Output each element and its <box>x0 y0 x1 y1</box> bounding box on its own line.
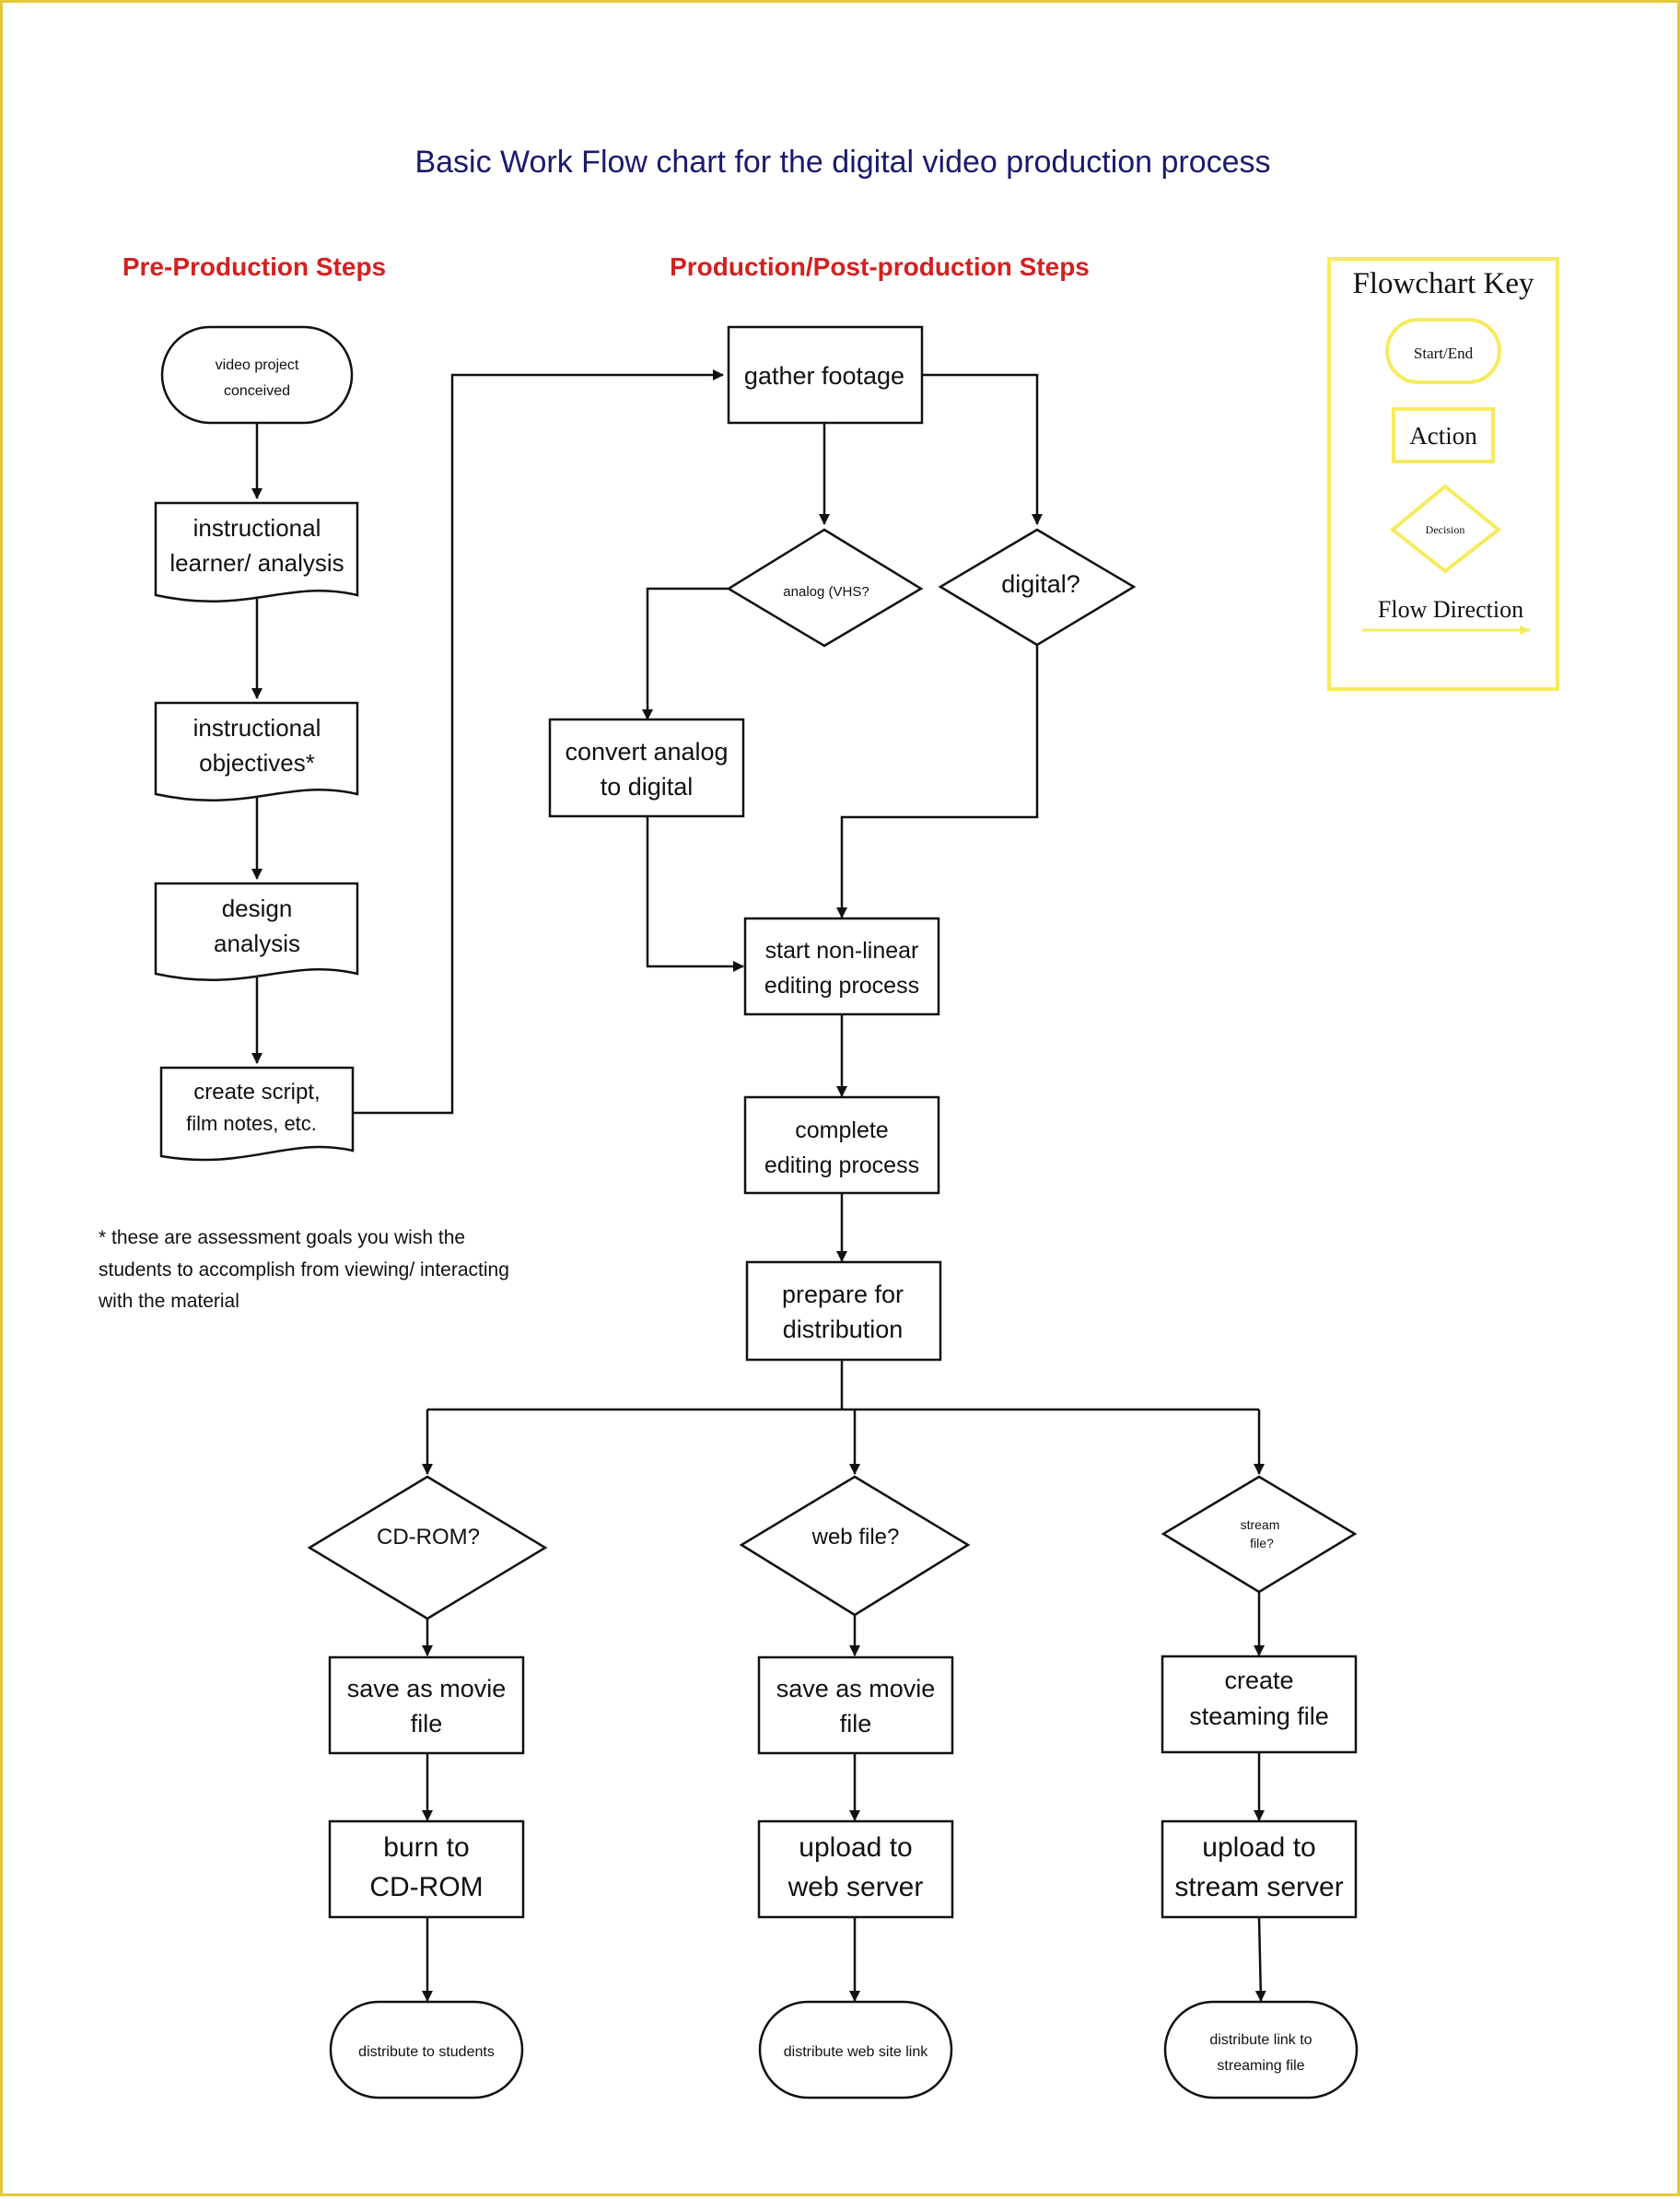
node-upload-web-line1: upload to <box>799 1832 912 1863</box>
node-objectives-line2: objectives* <box>199 749 315 777</box>
key-action-shape <box>1392 407 1495 463</box>
node-convert-analog-line2: to digital <box>601 773 694 801</box>
node-video-project-line2: conceived <box>224 383 290 399</box>
node-create-streaming-line2: steaming file <box>1189 1702 1329 1730</box>
node-convert-analog: convert analog to digital <box>548 718 745 818</box>
node-save-movie-1-line1: save as movie <box>347 1675 507 1702</box>
footnote-line3: with the material <box>98 1291 239 1312</box>
node-distribute-stream-line1: distribute link to <box>1209 2032 1312 2048</box>
connectors <box>251 369 1266 2002</box>
node-analog-decision-line1: analog (VHS? <box>783 584 869 600</box>
node-convert-analog-line1: convert analog <box>565 738 728 766</box>
node-burn-cdrom-line1: burn to <box>383 1832 469 1863</box>
node-complete-editing: complete editing process <box>743 1095 940 1195</box>
diagram-title: Basic Work Flow chart for the digital vi… <box>414 145 1270 180</box>
footnote-line2: students to accomplish from viewing/ int… <box>99 1259 509 1281</box>
key-start-end-shape <box>1385 318 1501 384</box>
node-learner-analysis: instructional learner/ analysis <box>154 501 359 602</box>
node-distribute-web: distribute web site link <box>758 2000 953 2100</box>
node-video-project-line1: video project <box>216 357 299 373</box>
node-prepare-distribution-line2: distribution <box>783 1316 904 1343</box>
node-video-project: video project conceived <box>160 325 354 425</box>
node-digital-decision: digital? <box>938 528 1137 647</box>
node-save-movie-1: save as movie file <box>328 1655 525 1755</box>
key-title: Flowchart Key <box>1352 267 1534 300</box>
node-complete-editing-line2: editing process <box>764 1152 919 1178</box>
node-create-script-line1: create script, <box>193 1080 320 1105</box>
flowchart-diagram: Basic Work Flow chart for the digital vi… <box>98 145 1559 2100</box>
node-design-analysis-line1: design <box>222 895 293 922</box>
node-learner-analysis-line2: learner/ analysis <box>169 549 344 577</box>
node-learner-analysis-line1: instructional <box>193 514 321 542</box>
footnote-line1: * these are assessment goals you wish th… <box>99 1227 465 1248</box>
node-upload-web: upload to web server <box>757 1819 954 1919</box>
node-create-script: create script, film notes, etc. <box>159 1066 355 1162</box>
node-start-editing-line2: editing process <box>764 973 919 999</box>
node-distribute-web-line1: distribute web site link <box>784 2044 929 2060</box>
production-heading: Production/Post-production Steps <box>670 252 1090 281</box>
node-design-analysis-line2: analysis <box>214 930 300 957</box>
key-border <box>1327 257 1559 691</box>
node-save-movie-2-line2: file <box>840 1710 872 1737</box>
node-stream-decision-line1: stream <box>1241 1517 1280 1532</box>
node-stream-decision-line2: file? <box>1250 1536 1274 1550</box>
node-stream-decision: stream file? <box>1161 1475 1358 1594</box>
node-burn-cdrom-line2: CD-ROM <box>369 1872 483 1902</box>
node-create-streaming-line1: create <box>1224 1667 1293 1694</box>
node-design-analysis: design analysis <box>154 882 359 981</box>
node-upload-web-line2: web server <box>788 1872 924 1902</box>
key-action-label: Action <box>1409 422 1477 450</box>
node-burn-cdrom: burn to CD-ROM <box>328 1819 525 1919</box>
pre-production-heading: Pre-Production Steps <box>122 252 386 281</box>
node-save-movie-2-line1: save as movie <box>776 1675 936 1702</box>
node-cdrom-decision: CD-ROM? <box>307 1475 548 1620</box>
node-create-streaming: create steaming file <box>1161 1655 1358 1754</box>
node-upload-stream-line2: stream server <box>1174 1872 1343 1902</box>
node-web-decision: web file? <box>739 1475 971 1617</box>
node-prepare-distribution: prepare for distribution <box>745 1260 942 1362</box>
node-gather-footage: gather footage <box>727 325 924 425</box>
footnote: * these are assessment goals you wish th… <box>98 1227 509 1312</box>
node-objectives-line1: instructional <box>193 714 321 742</box>
node-distribute-stream-line2: streaming file <box>1217 2058 1304 2074</box>
key-flow-direction-label: Flow Direction <box>1378 596 1523 623</box>
node-analog-decision: analog (VHS? <box>726 528 924 648</box>
node-digital-decision-line1: digital? <box>1001 570 1080 598</box>
node-distribute-students-line1: distribute to students <box>358 2044 495 2060</box>
node-cdrom-decision-line1: CD-ROM? <box>377 1525 480 1550</box>
node-distribute-students: distribute to students <box>329 2000 524 2100</box>
key-decision-shape <box>1389 484 1502 574</box>
node-prepare-distribution-line1: prepare for <box>782 1281 904 1308</box>
key-decision-label: Decision <box>1426 523 1465 536</box>
node-upload-stream: upload to stream server <box>1161 1819 1358 1919</box>
node-save-movie-2: save as movie file <box>757 1655 954 1755</box>
node-start-editing-line1: start non-linear <box>765 938 919 964</box>
node-web-decision-line1: web file? <box>811 1525 900 1550</box>
node-complete-editing-line1: complete <box>795 1117 888 1143</box>
node-start-editing: start non-linear editing process <box>743 917 940 1016</box>
flowchart-key: Flowchart Key Start/End Action Decision … <box>1327 257 1559 691</box>
node-save-movie-1-line2: file <box>411 1710 443 1737</box>
node-objectives: instructional objectives* <box>154 701 359 801</box>
node-gather-footage-line1: gather footage <box>744 362 904 390</box>
node-upload-stream-line1: upload to <box>1202 1832 1315 1863</box>
key-start-end-label: Start/End <box>1414 345 1474 362</box>
node-create-script-line2: film notes, etc. <box>186 1112 317 1135</box>
node-distribute-stream: distribute link to streaming file <box>1163 2000 1359 2100</box>
